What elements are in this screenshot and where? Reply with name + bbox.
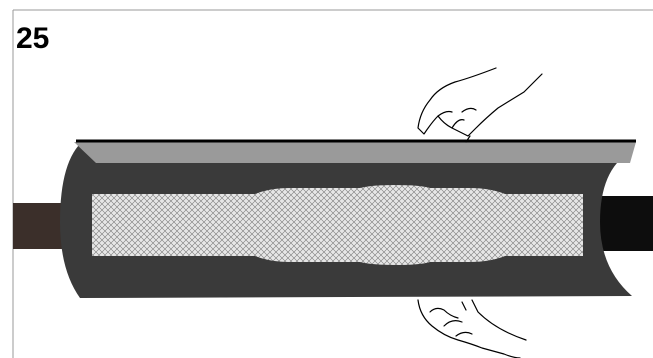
hand-pressing-down-icon <box>417 67 543 143</box>
sleeve-top-face <box>74 142 636 163</box>
inner-mesh-connector <box>92 185 583 265</box>
step-number: 25 <box>16 22 50 55</box>
hand-pressing-up-icon <box>417 299 527 358</box>
